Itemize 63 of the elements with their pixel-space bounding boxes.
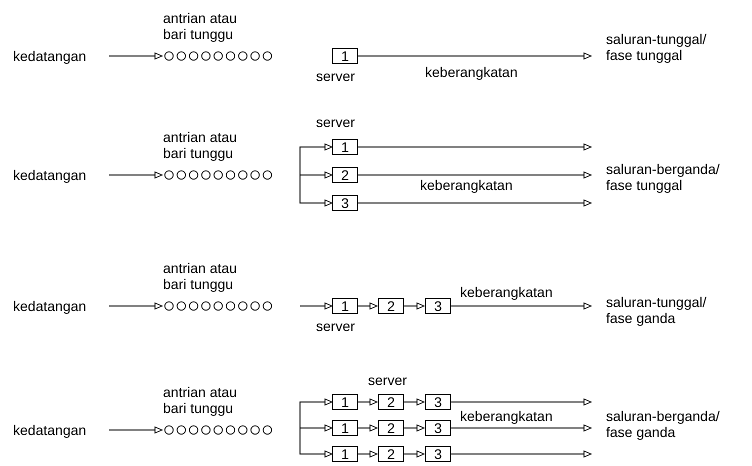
arrow [450, 450, 592, 458]
text-label: server [316, 318, 356, 334]
queue-label: antrian atau bari tunggu [163, 384, 238, 416]
type-label: saluran-tunggal/ fase tunggal [606, 31, 708, 63]
arrival-label: kedatangan [13, 46, 109, 66]
server-box: 2 [332, 167, 358, 183]
server-box: 1 [332, 139, 358, 155]
arrow [300, 302, 332, 310]
type-label: saluran-berganda/ fase ganda [606, 408, 721, 440]
arrow [358, 302, 378, 310]
arrow [108, 52, 162, 60]
text-label: server [316, 68, 356, 84]
arrow [450, 424, 592, 432]
server-box: 3 [332, 195, 358, 211]
arrow [404, 302, 424, 310]
arrow [450, 302, 592, 310]
arrow [300, 174, 332, 206]
arrow [358, 52, 592, 60]
arrow [358, 424, 378, 432]
arrow [300, 428, 332, 458]
server-box: 3 [425, 420, 451, 436]
server-box: 3 [425, 394, 451, 410]
server-box: 2 [378, 298, 404, 314]
text-label: keberangkatan [425, 64, 519, 80]
type-label: saluran-berganda/ fase tunggal [606, 161, 721, 193]
arrow [358, 144, 592, 150]
arrow [108, 426, 162, 434]
text-label: server [368, 372, 408, 388]
arrow [404, 450, 424, 458]
server-box: 1 [332, 446, 358, 462]
arrow [300, 424, 332, 432]
arrow [300, 172, 332, 178]
text-label: keberangkatan [460, 408, 554, 424]
arrival-label: kedatangan [13, 296, 109, 316]
text-label: server [316, 114, 356, 130]
server-box: 1 [332, 420, 358, 436]
arrow [108, 302, 162, 310]
arrow [358, 200, 592, 206]
queue-label: antrian atau bari tunggu [163, 129, 238, 161]
arrow [450, 398, 592, 406]
arrow [404, 424, 424, 432]
arrow [300, 398, 332, 428]
server-box: 3 [425, 446, 451, 462]
server-box: 3 [425, 298, 451, 314]
arrow [300, 144, 332, 176]
server-box: 2 [378, 446, 404, 462]
server-box: 2 [378, 394, 404, 410]
queue-label: antrian atau bari tunggu [163, 10, 238, 42]
arrow [404, 398, 424, 406]
arrival-label: kedatangan [13, 420, 109, 440]
server-box: 1 [332, 48, 358, 64]
arrival-label: kedatangan [13, 165, 109, 185]
server-box: 1 [332, 394, 358, 410]
arrow [358, 398, 378, 406]
type-label: saluran-tunggal/ fase ganda [606, 294, 708, 326]
server-box: 1 [332, 298, 358, 314]
queue-label: antrian atau bari tunggu [163, 260, 238, 292]
server-box: 2 [378, 420, 404, 436]
text-label: keberangkatan [420, 177, 514, 193]
arrow [358, 450, 378, 458]
text-label: keberangkatan [460, 284, 554, 300]
arrow [108, 172, 162, 178]
arrow [358, 172, 592, 178]
